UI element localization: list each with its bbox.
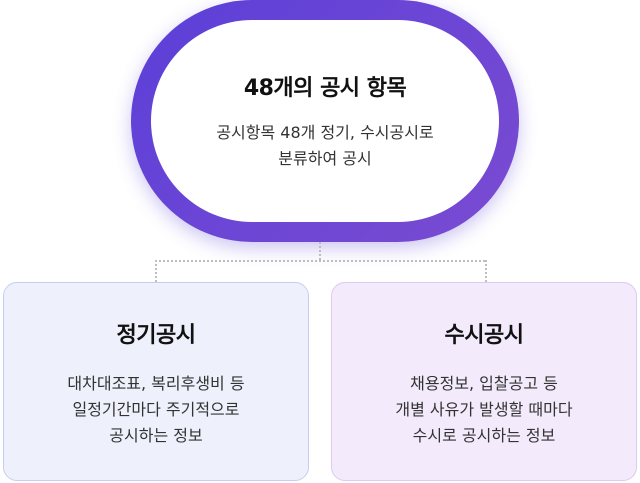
root-node-desc-line: 공시항목 48개 정기, 수시공시로 bbox=[216, 123, 434, 142]
card-desc-line: 수시로 공시하는 정보 bbox=[412, 426, 556, 445]
card-desc-line: 공시하는 정보 bbox=[109, 426, 203, 445]
connector-left bbox=[155, 260, 157, 282]
card-title: 정기공시 bbox=[116, 323, 196, 348]
card-title: 수시공시 bbox=[444, 323, 524, 348]
connector-branch bbox=[155, 260, 485, 262]
card-description: 대차대조표, 복리후생비 등 일정기간마다 주기적으로 공시하는 정보 bbox=[4, 371, 308, 449]
connector-right bbox=[485, 260, 487, 282]
root-node-description: 공시항목 48개 정기, 수시공시로 분류하여 공시 bbox=[175, 120, 475, 172]
connector-stem bbox=[319, 242, 321, 260]
card-desc-line: 일정기간마다 주기적으로 bbox=[72, 400, 240, 419]
card-desc-line: 채용정보, 입찰공고 등 bbox=[410, 374, 558, 393]
root-node-desc-line: 분류하여 공시 bbox=[278, 149, 372, 168]
card-description: 채용정보, 입찰공고 등 개별 사유가 발생할 때마다 수시로 공시하는 정보 bbox=[332, 371, 636, 449]
root-node-content: 48개의 공시 항목 공시항목 48개 정기, 수시공시로 분류하여 공시 bbox=[151, 20, 499, 222]
regular-disclosure-card: 정기공시 대차대조표, 복리후생비 등 일정기간마다 주기적으로 공시하는 정보 bbox=[3, 282, 309, 481]
occasional-disclosure-card: 수시공시 채용정보, 입찰공고 등 개별 사유가 발생할 때마다 수시로 공시하… bbox=[331, 282, 637, 481]
card-desc-line: 대차대조표, 복리후생비 등 bbox=[67, 374, 245, 393]
root-node-title: 48개의 공시 항목 bbox=[243, 76, 407, 101]
root-node: 48개의 공시 항목 공시항목 48개 정기, 수시공시로 분류하여 공시 bbox=[131, 0, 519, 242]
card-desc-line: 개별 사유가 발생할 때마다 bbox=[395, 400, 573, 419]
